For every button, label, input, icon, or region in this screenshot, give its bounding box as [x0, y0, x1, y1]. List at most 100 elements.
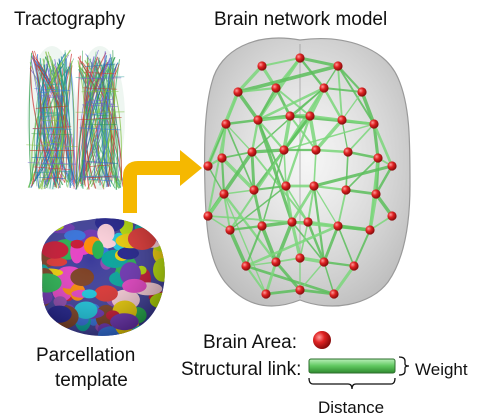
structural-link [228, 224, 264, 232]
brain-area-node [341, 185, 351, 195]
weight-brace [398, 356, 410, 376]
structural-link [256, 118, 294, 224]
structural-link [368, 192, 378, 232]
weight-legend-label: Weight [415, 360, 468, 379]
structural-link [307, 185, 315, 223]
structural-link [322, 260, 356, 268]
structural-link [337, 65, 375, 125]
structural-link [224, 118, 260, 126]
brain-area-node [295, 253, 305, 263]
structural-link [299, 261, 325, 291]
structural-link [308, 114, 318, 152]
structural-link [256, 86, 326, 122]
structural-link-legend-label: Structural link: [181, 359, 302, 380]
structural-link [282, 114, 292, 152]
brain-area-node [247, 147, 257, 157]
brain-area-node [281, 181, 291, 191]
brain-area-node [295, 53, 305, 63]
structural-link [306, 220, 340, 228]
structural-link [260, 224, 278, 264]
structural-link [332, 264, 356, 296]
brain-area-node [261, 289, 271, 299]
brain-area-node [387, 211, 397, 221]
structural-link [228, 228, 248, 268]
structural-link [229, 185, 287, 231]
structural-link [260, 220, 294, 228]
brain-area-node [329, 289, 339, 299]
brain-area-node [253, 115, 263, 125]
brain-area-node [343, 147, 353, 157]
structural-link [323, 261, 335, 295]
structural-link [372, 122, 394, 168]
structural-link [336, 64, 364, 94]
structural-link [274, 260, 302, 292]
structural-link [312, 184, 348, 192]
structural-link [346, 150, 380, 160]
structural-link [372, 122, 380, 160]
brain-area-node [369, 119, 379, 129]
brain-area-node [203, 211, 213, 221]
structural-link [337, 225, 355, 267]
brain-area-node [319, 257, 329, 267]
structural-link [264, 260, 278, 296]
brain-area-legend-node [313, 331, 331, 349]
brain-area-node [373, 153, 383, 163]
brain-area-node [221, 119, 231, 129]
structural-link [337, 189, 347, 227]
structural-link [236, 90, 260, 122]
structural-link [340, 118, 376, 126]
structural-link [221, 151, 253, 159]
structural-link [236, 64, 340, 94]
structural-link [313, 185, 339, 227]
structural-link [274, 220, 294, 264]
structural-link [261, 57, 301, 67]
bent-arrow-icon [123, 150, 202, 213]
structural-link [220, 156, 226, 196]
structural-link [323, 87, 363, 93]
structural-link [336, 224, 372, 232]
brain-area-node [295, 285, 305, 295]
structural-link [250, 148, 286, 154]
tractography-image [26, 46, 125, 190]
structural-link [298, 56, 340, 68]
structural-link [352, 228, 372, 268]
structural-link [250, 150, 256, 192]
structural-link [252, 184, 288, 192]
structural-link [244, 264, 268, 296]
distance-brace [308, 377, 396, 390]
structural-link [314, 148, 350, 154]
structural-link [274, 86, 292, 118]
parcellation-template-image [41, 218, 165, 336]
structural-link [312, 164, 394, 188]
legend [308, 331, 410, 390]
brain-area-node [287, 217, 297, 227]
structural-link [283, 123, 375, 151]
structural-link [306, 220, 326, 264]
structural-link [347, 123, 375, 153]
structural-link [236, 64, 264, 94]
structural-link [283, 149, 287, 187]
structural-link [374, 164, 394, 196]
distance-legend-label: Distance [318, 398, 385, 417]
structural-link [290, 184, 316, 224]
brain-area-legend-label: Brain Area: [203, 332, 297, 353]
structural-link [337, 65, 343, 121]
brain-area-node [271, 257, 281, 267]
structural-link [322, 224, 340, 264]
structural-link [291, 221, 325, 263]
brain-area-node [337, 115, 347, 125]
brain-area-node [333, 61, 343, 71]
brain-area-node [371, 189, 381, 199]
structural-link [298, 288, 336, 296]
structural-link [345, 151, 349, 191]
structural-link [225, 123, 255, 191]
brain-area-node [319, 83, 329, 93]
structural-link [223, 193, 267, 295]
structural-link [360, 90, 376, 126]
structural-link [207, 215, 293, 223]
structural-link [207, 123, 227, 167]
brain-area-node [203, 161, 213, 171]
structural-link [236, 86, 278, 94]
brain-area-node [225, 225, 235, 235]
